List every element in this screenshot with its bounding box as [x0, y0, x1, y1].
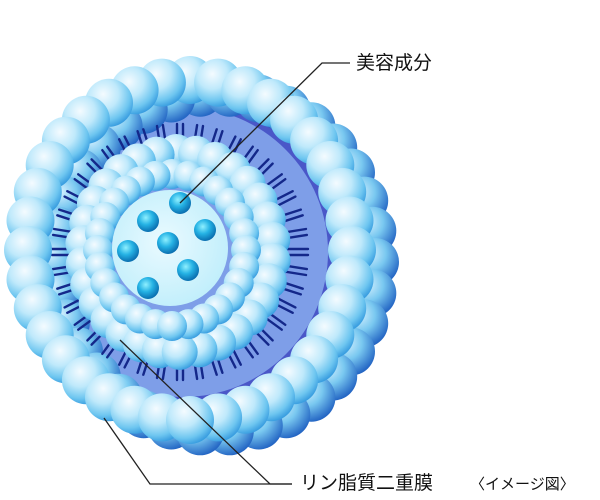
outer-bead	[166, 396, 214, 444]
leader-line-ingredient	[179, 62, 350, 204]
outer-bead-ring	[4, 56, 376, 444]
ingredient-dot	[137, 277, 159, 299]
label-image-note: 〈イメージ図〉	[470, 475, 575, 493]
ingredient-dot	[137, 210, 159, 232]
inner-bead-ring-inner	[83, 159, 261, 341]
ingredient-dot	[157, 232, 179, 254]
ingredient-dot	[117, 240, 139, 262]
inner-bead	[161, 334, 198, 370]
ingredient-dot	[194, 219, 216, 241]
ingredient-dot	[177, 259, 199, 281]
label-cosmetic-ingredient: 美容成分	[356, 52, 433, 74]
label-phospholipid-bilayer: リン脂質二重膜	[300, 472, 434, 494]
inner-inner-bead	[157, 311, 187, 341]
leader-line-membrane-outer	[103, 417, 292, 485]
